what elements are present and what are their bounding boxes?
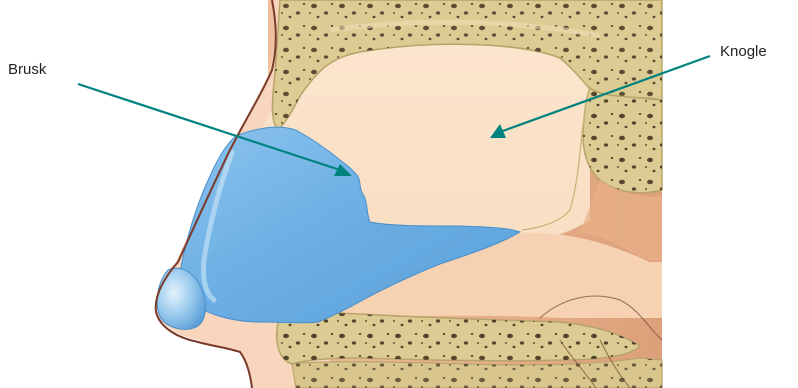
cartilage-label: Brusk xyxy=(8,62,46,77)
bone-label: Knogle xyxy=(720,44,767,59)
